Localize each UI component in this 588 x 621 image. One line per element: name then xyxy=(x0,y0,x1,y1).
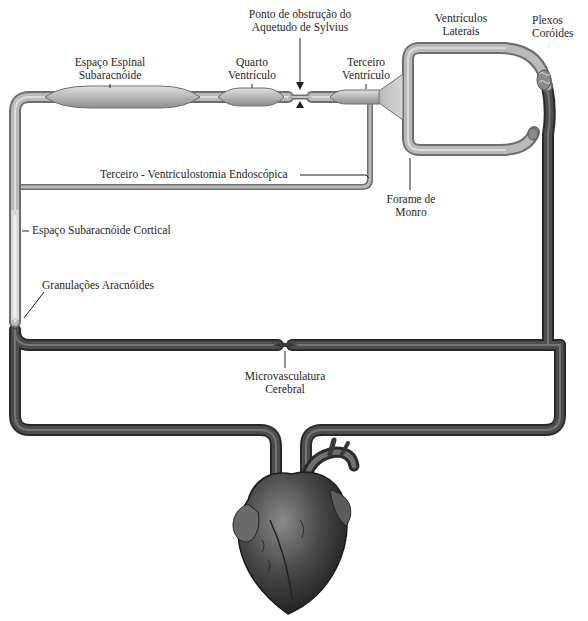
part-label: Microvasculatura Cerebral xyxy=(240,370,330,396)
part-label: Terceiro - Ventriculostomia Endoscópica xyxy=(100,168,288,181)
part-label: Ventrículos Laterais xyxy=(428,12,494,38)
part-label: Plexos Coróides xyxy=(532,14,584,40)
csf-pathway xyxy=(15,48,551,322)
part-label: Quarto Ventrículo xyxy=(224,56,280,82)
leader-line xyxy=(22,38,410,368)
microvasculature-narrowing xyxy=(272,343,298,347)
part-label: Espaço Espinal Subaracnóide xyxy=(65,56,155,82)
part-label: Terceiro Ventrículo xyxy=(338,56,394,82)
part-label: Granulações Aracnóides xyxy=(42,279,154,292)
heart xyxy=(233,440,354,614)
part-label: Ponto de obstrução do Aquetudo de Sylviu… xyxy=(240,8,360,34)
part-label: Forame de Monro xyxy=(382,193,440,219)
part-label: Espaço Subaracnóide Cortical xyxy=(32,224,171,237)
